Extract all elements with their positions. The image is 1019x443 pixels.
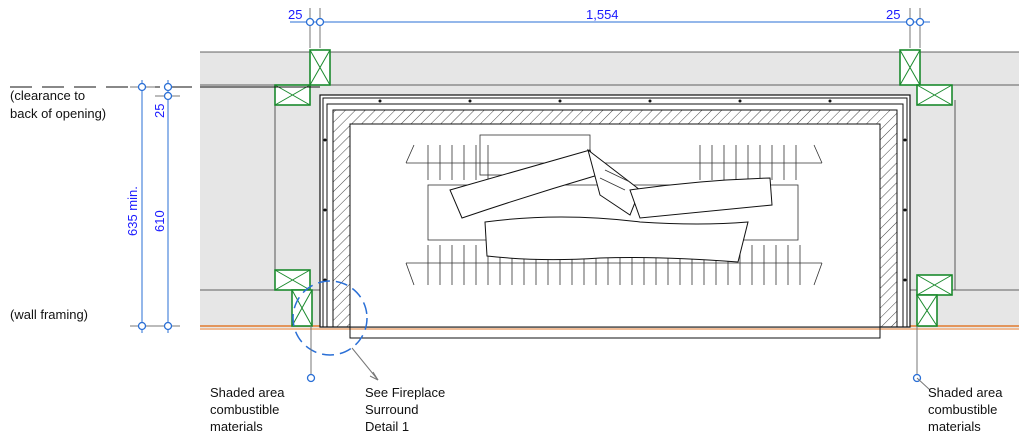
- right-note-line3: materials: [928, 419, 981, 434]
- inner-depth-dimension: 610: [152, 210, 167, 232]
- left-note-line1: Shaded area: [210, 385, 285, 400]
- opening-width-dimension: 1,554: [586, 7, 619, 22]
- top-clearance-dimension: 25: [152, 104, 167, 118]
- wall-framing-studs: [274, 49, 953, 327]
- left-gap-dimension: 25: [288, 7, 302, 22]
- left-note-line3: materials: [210, 419, 263, 434]
- clearance-label-line1: (clearance to: [10, 88, 85, 103]
- clearance-label-line2: back of opening): [10, 106, 106, 121]
- right-note-line1: Shaded area: [928, 385, 1003, 400]
- center-note-line2: Surround: [365, 402, 418, 417]
- vertical-dimensions: [130, 80, 180, 333]
- top-dimension: [290, 8, 930, 48]
- detail-callout: [292, 280, 379, 381]
- firebox-frame: [322, 97, 908, 339]
- left-note-line2: combustible: [210, 402, 279, 417]
- total-depth-dimension: 635 min.: [125, 186, 140, 236]
- right-gap-dimension: 25: [886, 7, 900, 22]
- logs: [449, 148, 773, 263]
- right-note-line2: combustible: [928, 402, 997, 417]
- center-note-line1: See Fireplace: [365, 385, 445, 400]
- wall-framing-label: (wall framing): [10, 307, 88, 322]
- center-note-line3: Detail 1: [365, 419, 409, 434]
- left-note-marker: [306, 373, 316, 383]
